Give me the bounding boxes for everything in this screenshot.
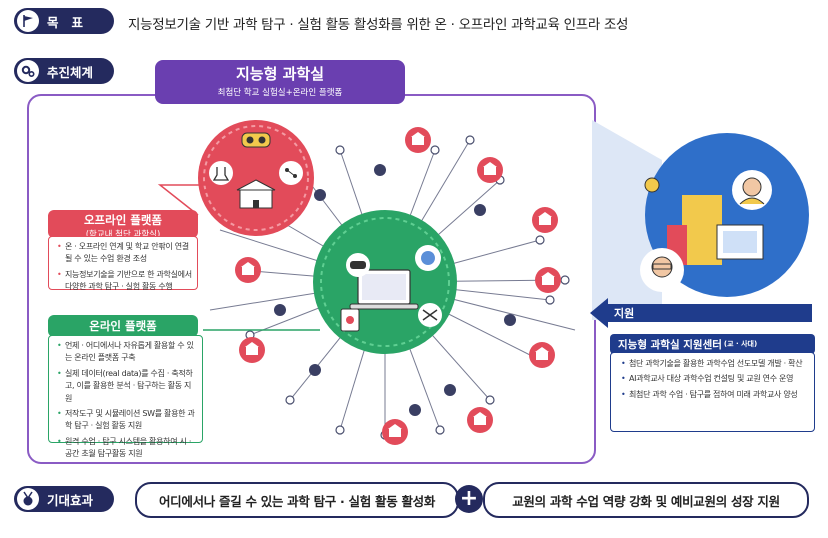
online-item: 원격 수업 · 탐구 시스템을 활용하여 시 · 공간 초월 탐구활동 지원: [57, 436, 198, 461]
medal-icon: [17, 488, 39, 510]
support-item: AI과학교사 대상 과학수업 컨설팅 및 교원 연수 운영: [621, 373, 810, 386]
online-item: 언제 · 어디에서나 자유롭게 활용할 수 있는 온라인 플랫폼 구축: [57, 340, 198, 365]
system-label-text: 추진체계: [47, 64, 94, 80]
offline-title-text: 오프라인 플랫폼: [83, 213, 163, 227]
vr-headset-icon: [241, 132, 271, 148]
plus-text: +: [459, 485, 479, 511]
smart-lab-title: 지능형 과학실: [235, 65, 325, 83]
online-box: 언제 · 어디에서나 자유롭게 활용할 수 있는 온라인 플랫폼 구축 실제 데…: [48, 335, 203, 458]
smart-lab-subtitle: 최첨단 학교 실험실+온라인 플랫폼: [217, 88, 343, 98]
support-visual: [592, 120, 809, 320]
offline-title: 오프라인 플랫폼 (학교내 첨단 과학실): [48, 210, 198, 240]
ai-head-icon: [415, 245, 441, 271]
online-title-text: 온라인 플랫폼: [89, 319, 157, 333]
laptop-icon: [349, 269, 419, 310]
support-item: 최첨단 과학 수업 · 탐구를 접하여 미래 과학교사 양성: [621, 389, 810, 402]
network-diagram: [209, 127, 576, 445]
online-item: 저작도구 및 시뮬레이션 SW를 활용한 과학 탐구 · 실험 활동 지원: [57, 408, 198, 433]
system-label: 추진체계: [14, 58, 114, 84]
effect-left-text: 어디에서나 즐길 수 있는 과학 탐구 · 실험 활동 활성화: [158, 493, 436, 509]
online-item: 실제 데이터(real data)를 수집 · 축적하고, 이를 활용한 분석 …: [57, 368, 198, 405]
school-node-group: [235, 127, 561, 445]
goal-label-text: 목 표: [47, 14, 84, 30]
offline-item: 지능정보기술을 기반으로 한 과학실에서 다양한 과학 탐구 · 실험 활동 수…: [57, 269, 193, 294]
flag-icon: [17, 10, 39, 32]
support-arrow-label: 지원: [614, 307, 635, 320]
online-title: 온라인 플랫폼: [48, 315, 198, 337]
school-icon: [236, 179, 276, 209]
offline-circle: [198, 120, 314, 236]
effect-label: 기대효과: [14, 486, 114, 512]
building-icon: [716, 224, 764, 260]
support-box: 첨단 과학기술을 활용한 과학수업 선도모델 개발 · 확산 AI과학교사 대상…: [610, 352, 815, 432]
effect-label-text: 기대효과: [47, 492, 94, 508]
support-title: 지능형 과학실 지원센터 (교 · 사대): [610, 334, 815, 354]
support-arrow[interactable]: [590, 298, 812, 328]
smart-lab-title-box: 지능형 과학실 최첨단 학교 실험실+온라인 플랫폼: [155, 60, 405, 104]
effect-right: 교원의 과학 수업 역량 강화 및 예비교원의 성장 지원: [483, 482, 809, 518]
teacher-icon: [732, 170, 772, 210]
effect-right-text: 교원의 과학 수업 역량 강화 및 예비교원의 성장 지원: [512, 493, 780, 509]
vr-headset-icon: [346, 253, 370, 277]
plus-icon: +: [455, 485, 483, 513]
effect-left: 어디에서나 즐길 수 있는 과학 탐구 · 실험 활동 활성화: [135, 482, 459, 518]
offline-item: 온 · 오프라인 연계 및 학교 안팎이 연결될 수 있는 수업 환경 조성: [57, 241, 193, 266]
goal-label: 목 표: [14, 8, 114, 34]
support-item: 첨단 과학기술을 활용한 과학수업 선도모델 개발 · 확산: [621, 358, 810, 371]
offline-box: 온 · 오프라인 연계 및 학교 안팎이 연결될 수 있는 수업 환경 조성 지…: [48, 236, 198, 291]
support-title-text: 지능형 과학실 지원센터: [618, 338, 722, 351]
drone-icon: [418, 303, 442, 327]
support-title-suffix: (교 · 사대): [723, 340, 758, 348]
gears-icon: [17, 60, 39, 82]
goal-text: 지능정보기술 기반 과학 탐구 · 실험 활동 활성화를 위한 온 · 오프라인…: [128, 17, 629, 33]
offline-subtitle-text: (학교내 첨단 과학실): [85, 230, 161, 240]
